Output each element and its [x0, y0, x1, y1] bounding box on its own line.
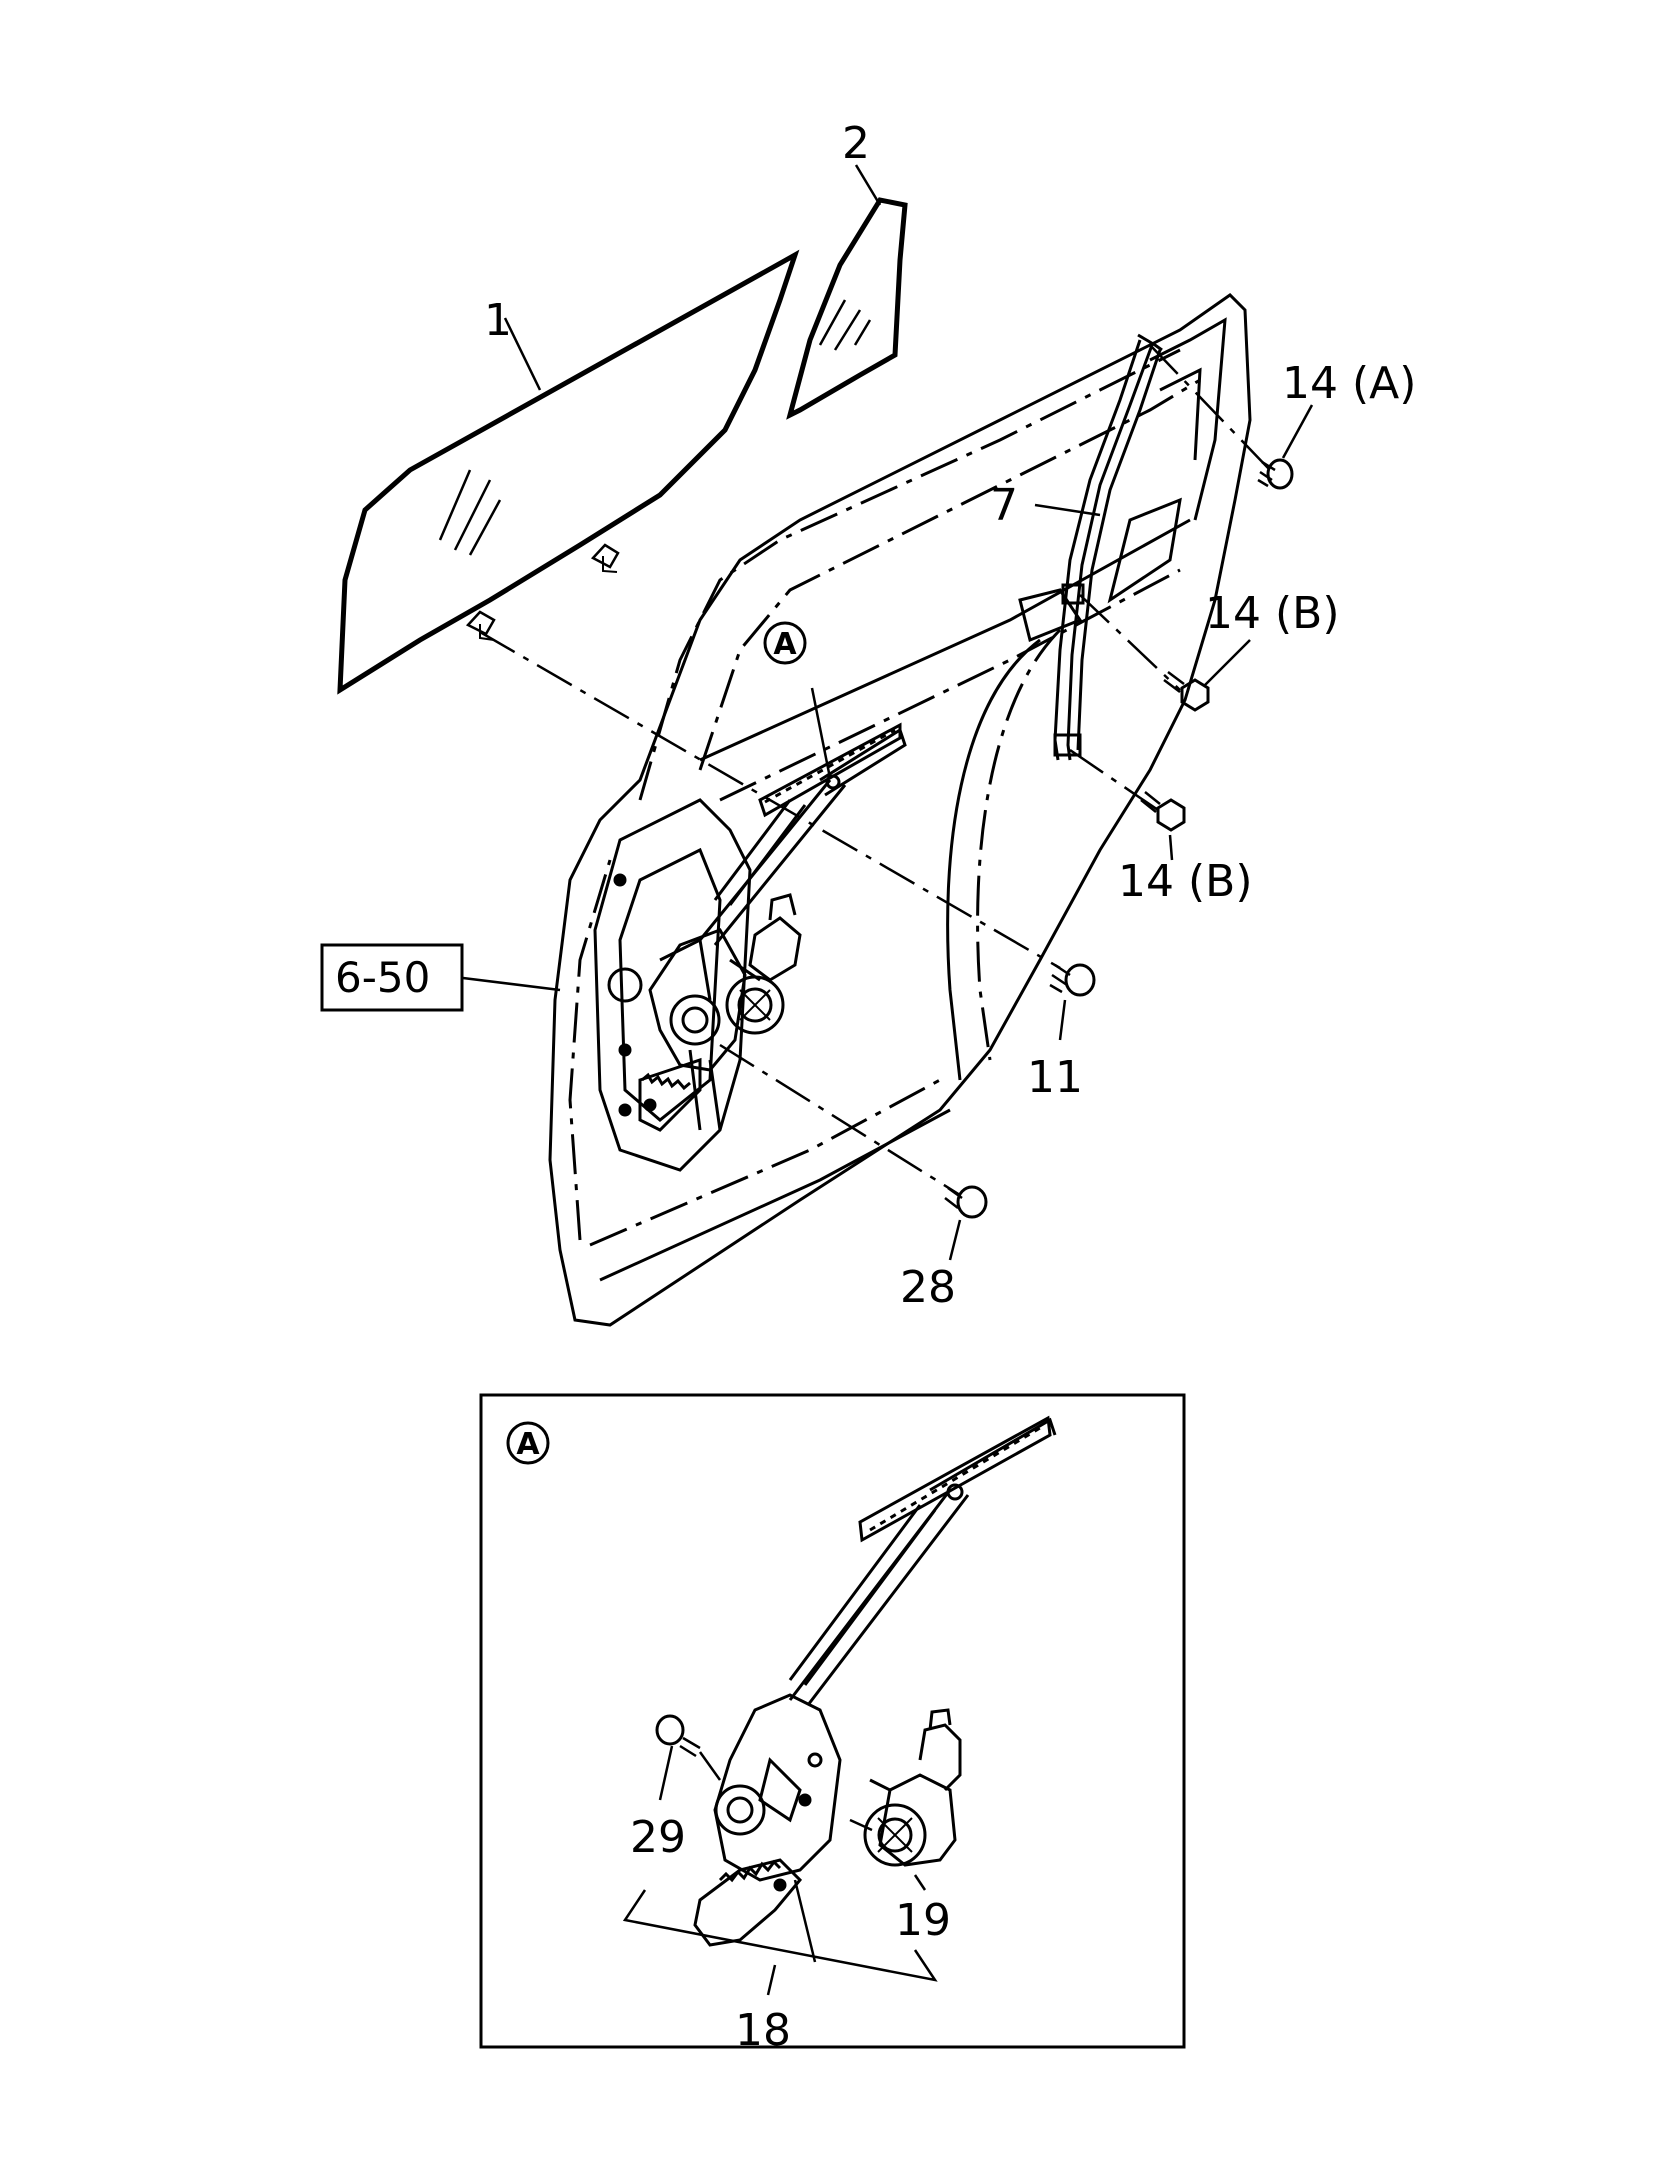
bolt-11: [1049, 963, 1096, 997]
detail-marker-main-label: A: [773, 627, 797, 662]
reference-box: 6-50: [320, 943, 464, 1012]
fasteners: [944, 458, 1294, 1219]
regulator-detail: [693, 1415, 1057, 1947]
callout-14b-lower: 14 (B): [1118, 856, 1253, 907]
bolt-29: [655, 1714, 701, 1758]
callout-19: 19: [895, 1895, 951, 1946]
callout-18: 18: [735, 2005, 791, 2056]
callout-1: 1: [484, 295, 512, 346]
leader-lines: [462, 164, 1314, 1261]
callout-28: 28: [900, 1262, 956, 1313]
callout-14a: 14 (A): [1282, 358, 1416, 409]
detail-marker-main: A: [763, 621, 807, 665]
callout-14b-upper: 14 (B): [1205, 588, 1340, 639]
detail-marker-inset: A: [506, 1421, 550, 1465]
bolt-28: [944, 1185, 988, 1219]
detail-inset: A: [479, 1393, 1186, 2056]
detail-marker-inset-label: A: [516, 1427, 540, 1462]
inset-leader-lines: [622, 1745, 938, 1996]
window-regulator: [638, 722, 907, 1132]
door-panel: [548, 293, 1252, 1327]
bolt-14b-lower: [1140, 791, 1186, 832]
callout-2: 2: [842, 118, 870, 169]
callout-7: 7: [990, 480, 1018, 531]
rear-glass-channel: [1053, 333, 1163, 761]
door-glass: [337, 249, 800, 695]
bolt-14b-upper: [1163, 671, 1210, 712]
reference-box-label: 6-50: [335, 953, 430, 1002]
quarter-glass: [786, 197, 908, 420]
alignment-lines: [479, 344, 1271, 1197]
screw-14a: [1257, 458, 1294, 490]
callout-29: 29: [630, 1812, 686, 1863]
callout-11: 11: [1027, 1052, 1083, 1103]
